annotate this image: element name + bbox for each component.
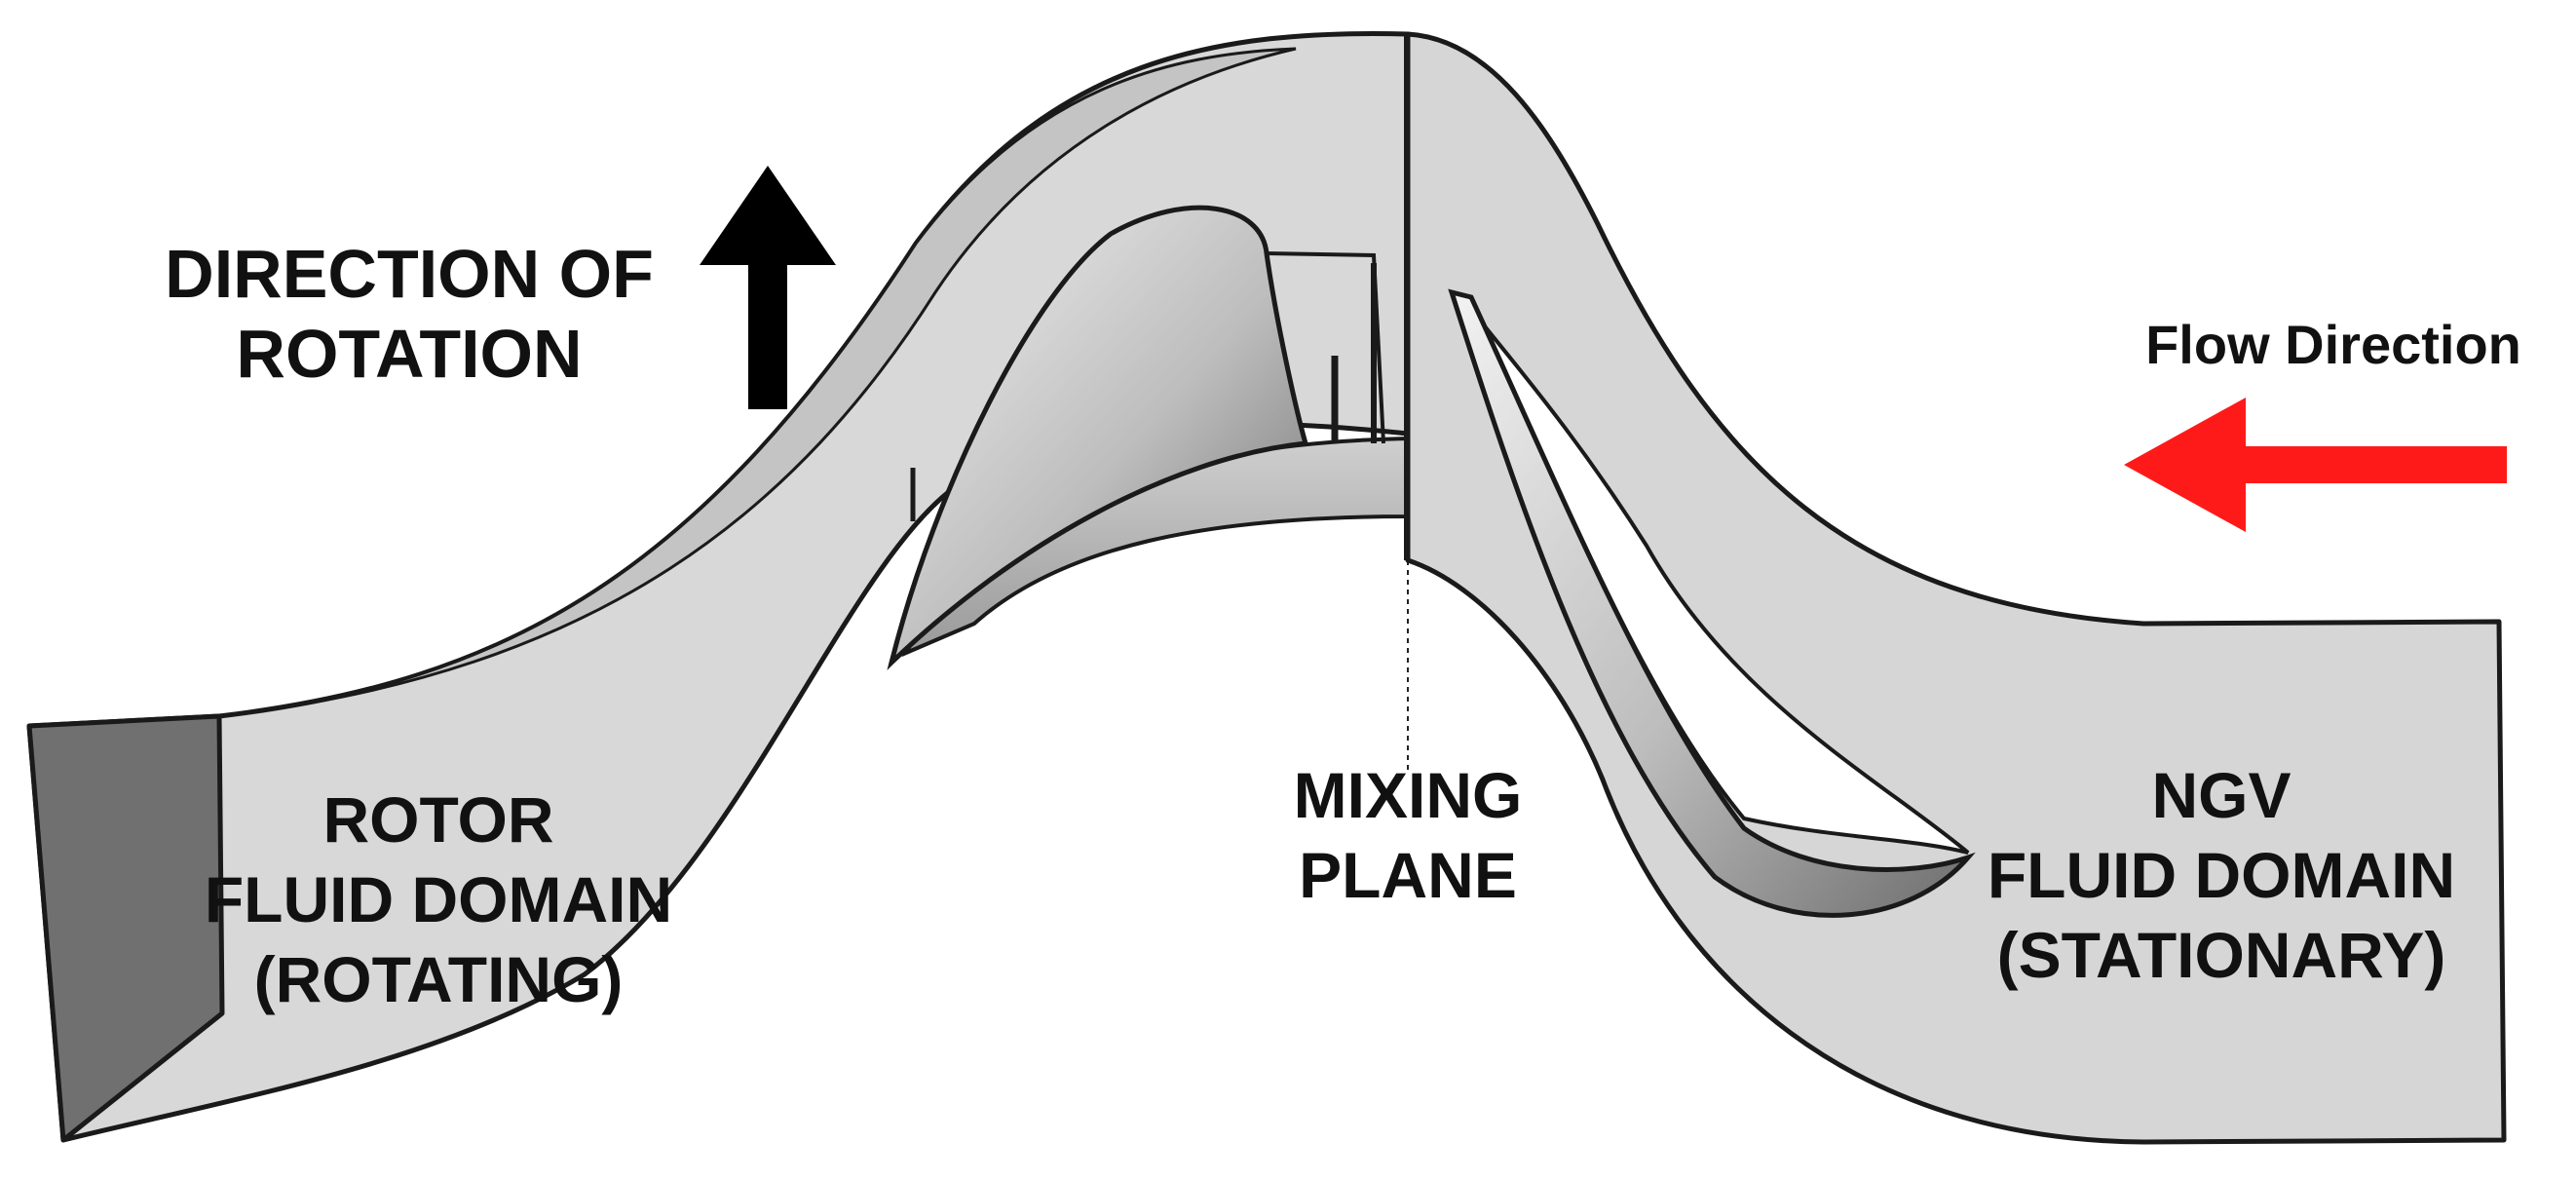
ngv-wall [1405,31,2507,1145]
ngv-fluid-domain [1405,31,2507,1145]
ngv-domain-label: NGV FLUID DOMAIN (STATIONARY) [1968,755,2475,995]
direction-of-rotation-line-2: ROTATION [236,316,583,392]
ngv-domain-line-3: (STATIONARY) [1996,919,2446,991]
mixing-plane-line-1: MIXING [1293,759,1523,831]
arrow-left-icon [2124,398,2507,532]
rotor-inlet-face [26,713,225,1143]
ngv-domain-line-2: FLUID DOMAIN [1987,839,2456,911]
flow-direction-label: Flow Direction [2145,314,2521,375]
rotor-domain-line-2: FLUID DOMAIN [204,863,673,935]
rotor-domain-line-3: (ROTATING) [253,943,624,1015]
rotor-hub-surface [218,47,1297,718]
direction-of-rotation-line-1: DIRECTION OF [165,236,654,312]
direction-of-rotation-label: DIRECTION OF ROTATION [127,234,692,394]
rotor-fluid-domain [26,31,1411,1143]
mixing-plane-line-2: PLANE [1299,839,1517,911]
arrow-up-icon [700,166,836,409]
rotor-domain-label: ROTOR FLUID DOMAIN (ROTATING) [200,780,677,1019]
ngv-domain-line-1: NGV [2151,759,2292,831]
ngv-vane [1448,288,1976,918]
rotor-blade-edge [1266,251,1385,444]
mixing-plane-label: MIXING PLANE [1267,755,1549,915]
rotor-domain-line-1: ROTOR [322,783,554,856]
